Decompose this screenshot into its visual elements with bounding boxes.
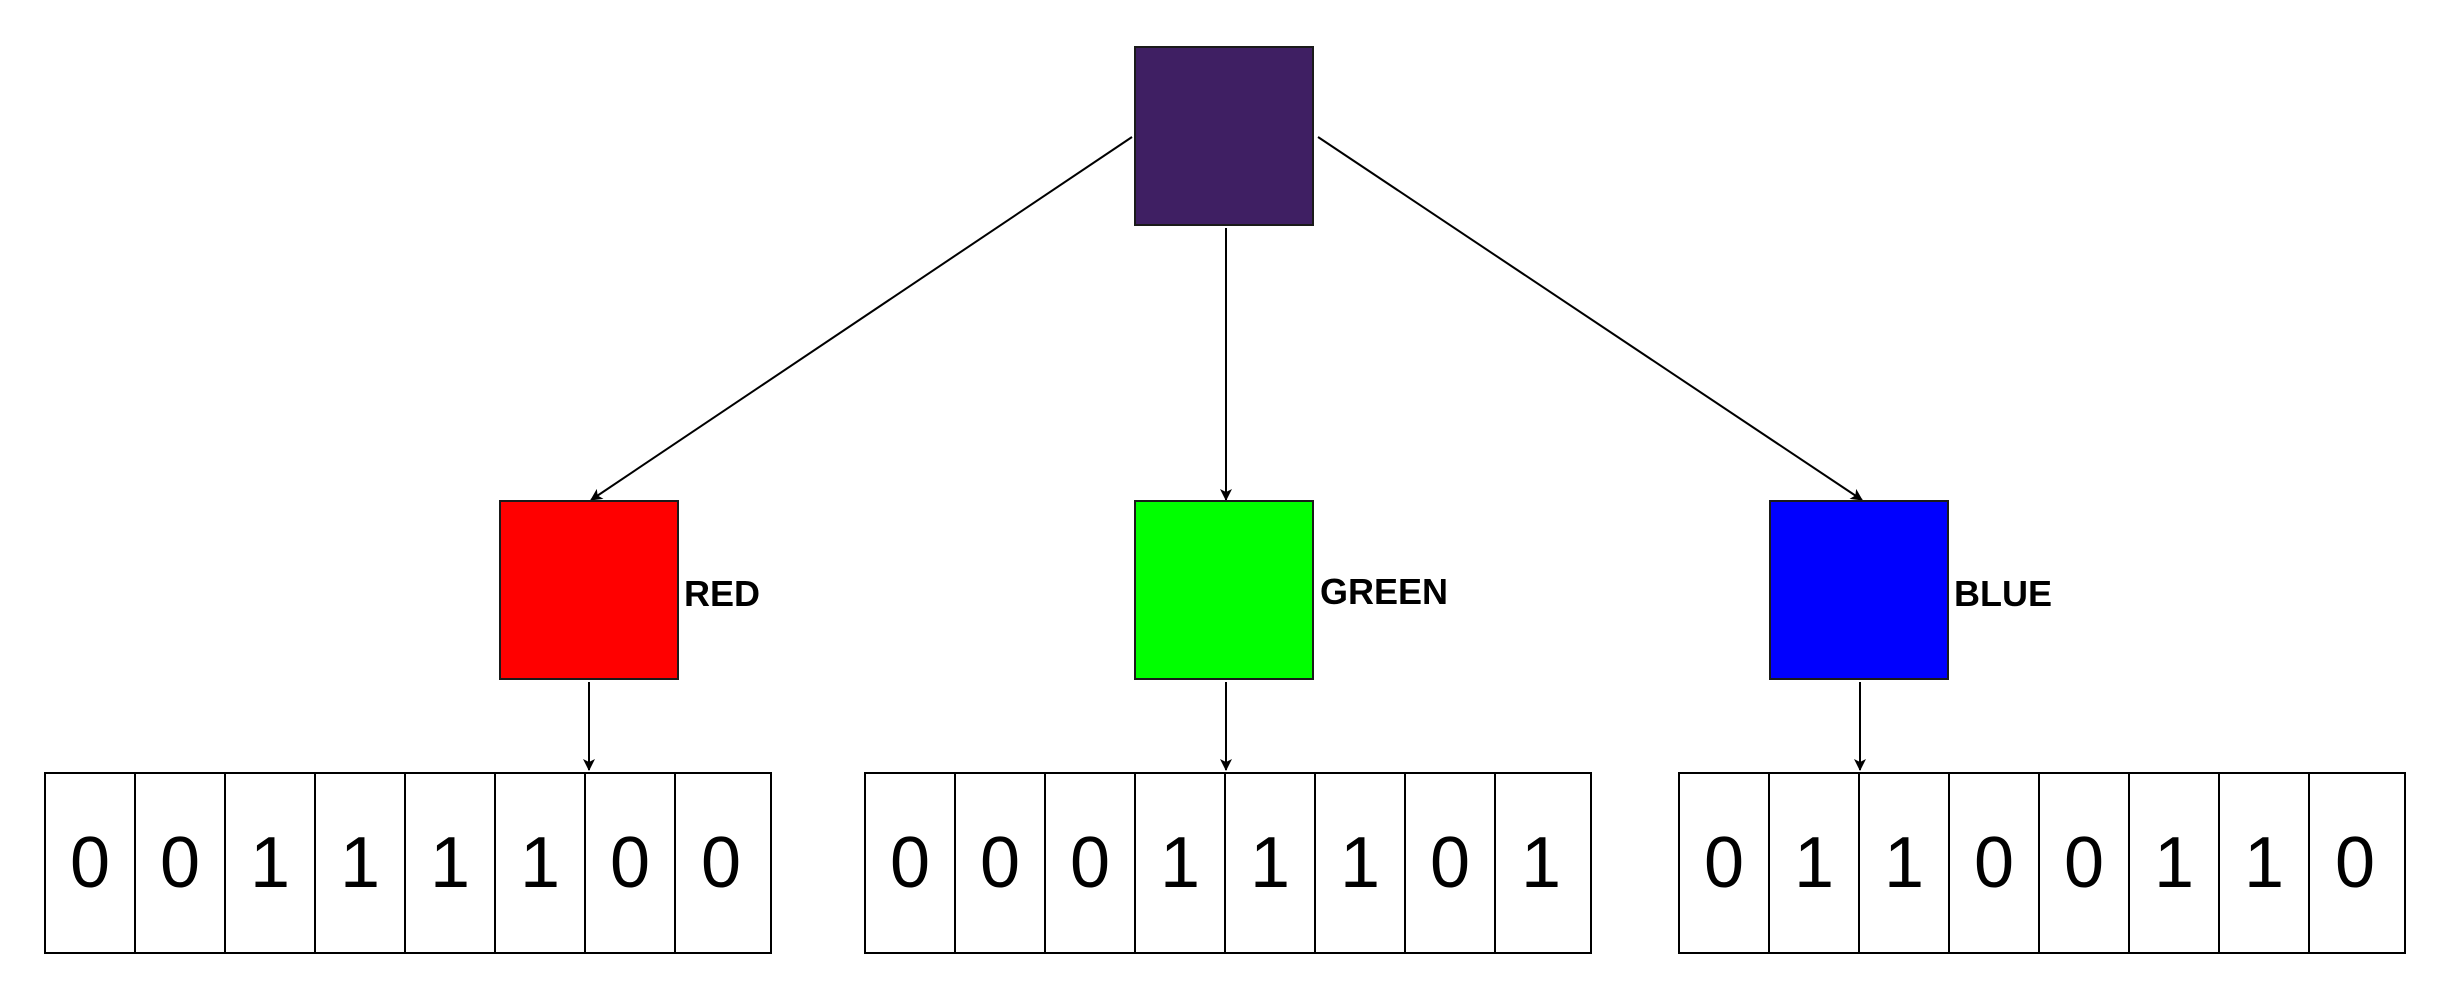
blue-byte-row: 0 1 1 0 0 1 1 0: [1678, 772, 2406, 954]
blue-bit-cell: 1: [1770, 774, 1860, 952]
red-bit-cell: 0: [46, 774, 136, 952]
red-color-swatch: [499, 500, 679, 680]
blue-color-swatch: [1769, 500, 1949, 680]
green-bit-cell: 1: [1520, 823, 1562, 903]
blue-bit-cell: 0: [2334, 823, 2376, 903]
blue-bit-cell: 1: [2130, 774, 2220, 952]
arrow-to-red: [590, 136, 1133, 501]
red-bit-cell: 1: [496, 774, 586, 952]
green-color-swatch: [1134, 500, 1314, 680]
red-channel-label: RED: [684, 573, 761, 614]
green-channel-label: GREEN: [1320, 571, 1449, 612]
green-bit-cell: 0: [1406, 774, 1496, 952]
blue-bit-cell: 1: [1860, 774, 1950, 952]
blue-bit-cell: 0: [2040, 774, 2130, 952]
green-bit-cell: 1: [1136, 774, 1226, 952]
red-bit-cell: 0: [700, 823, 742, 903]
blue-bit-cell: 0: [1950, 774, 2040, 952]
blue-channel-label: BLUE: [1954, 573, 2052, 614]
red-bit-cell: 1: [406, 774, 496, 952]
blue-bit-cell: 0: [1680, 774, 1770, 952]
green-bit-cell: 1: [1316, 774, 1406, 952]
green-bit-cell: 1: [1226, 774, 1316, 952]
green-bit-cell: 0: [866, 774, 956, 952]
red-byte-row: 0 0 1 1 1 1 0 0: [44, 772, 772, 954]
red-bit-cell: 1: [316, 774, 406, 952]
green-bit-cell: 0: [1046, 774, 1136, 952]
arrow-to-blue: [1317, 136, 1863, 501]
red-bit-cell: 0: [136, 774, 226, 952]
red-bit-cell: 1: [226, 774, 316, 952]
mixed-color-swatch: [1134, 46, 1314, 226]
red-bit-cell: 0: [586, 774, 676, 952]
green-bit-cell: 0: [956, 774, 1046, 952]
green-byte-row: 0 0 0 1 1 1 0 1: [864, 772, 1592, 954]
blue-bit-cell: 1: [2220, 774, 2310, 952]
